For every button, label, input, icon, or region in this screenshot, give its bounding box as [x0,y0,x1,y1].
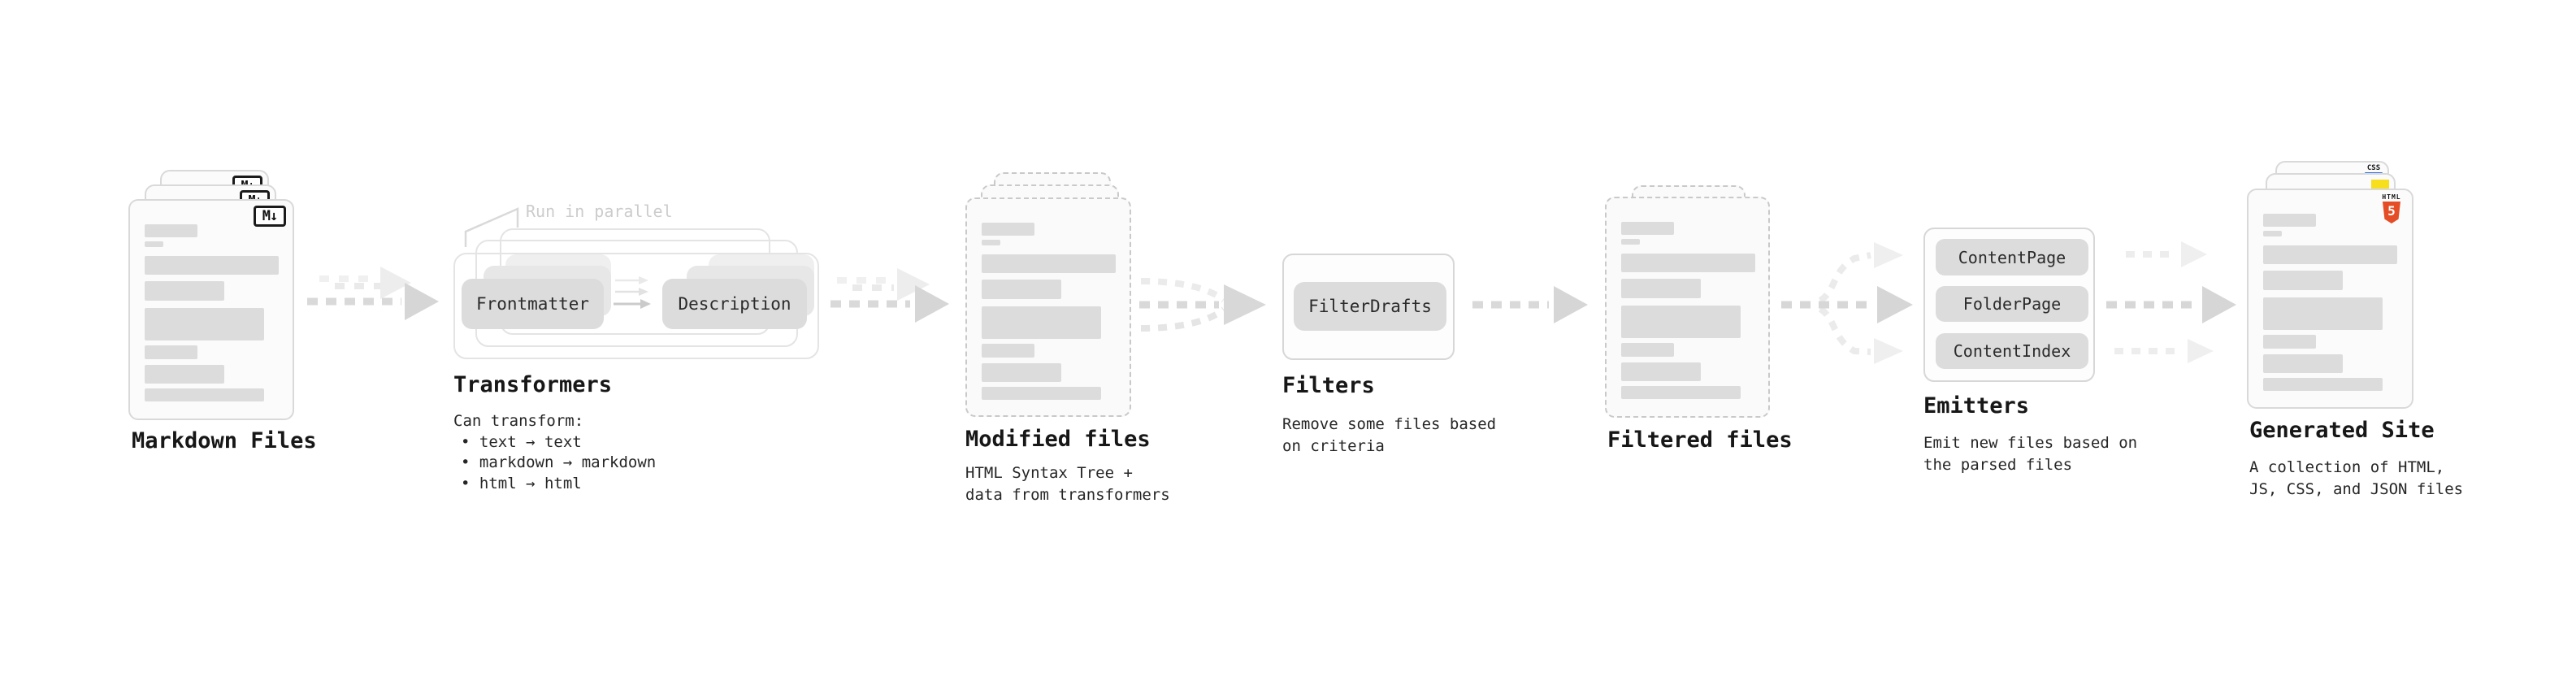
skeleton-text-bar [145,281,224,301]
skeleton-text-bar [1621,239,1640,245]
stage-generated-site: CSS HTML 5 Generated Site A collection o… [2247,161,2463,518]
arrows-emitters-to-generated [2106,241,2236,363]
transformer-parallel-arrows [614,276,651,309]
stage-modified-files: Modified files HTML Syntax Tree + data f… [965,172,1170,514]
stage-label-emitters: Emitters [1923,393,2030,419]
skeleton-text-bar [145,388,264,401]
emitters-description: Emit new files based on the parsed files [1923,432,2137,476]
description-line: Emit new files based on [1923,434,2138,452]
markdown-file-card-front: M↓ [128,199,294,420]
skeleton-text-bar [982,387,1101,400]
skeleton-text-bar [1621,386,1741,399]
transformer-box-front [453,253,819,359]
description-line: Remove some files based [1282,415,1497,433]
stage-label-transformers: Transformers [453,372,613,397]
stage-filtered-files: Filtered files [1605,185,1808,478]
description-line: JS, CSS, and JSON files [2249,480,2464,498]
emitters-card: ContentPage FolderPage ContentIndex [1923,228,2095,382]
arrow-markdown-to-transformers [307,267,439,320]
emitter-pill-folderpage: FolderPage [1936,286,2088,322]
transformers-description: Can transform: • text → text • markdown … [453,411,656,494]
description-line: Can transform: [453,412,584,430]
filters-description: Remove some files based on criteria [1282,414,1496,458]
stage-emitters: ContentPage FolderPage ContentIndex Emit… [1923,228,2137,488]
skeleton-text-bar [982,344,1034,358]
skeleton-text-bar [2263,335,2316,349]
emitter-pill-contentpage: ContentPage [1936,239,2088,275]
run-in-parallel-note: Run in parallel [526,202,673,221]
skeleton-text-bar [982,254,1116,273]
stage-markdown-files: M↓ M↓ M↓ Markdown Files [128,170,332,462]
transformer-pill-description: Description [662,279,807,329]
skeleton-text-bar [1621,222,1674,235]
skeleton-text-bar [2263,245,2397,264]
skeleton-text-bar [2263,271,2343,290]
skeleton-text-bar [2263,297,2383,330]
markdown-icon: M↓ [254,206,286,227]
skeleton-text-bar [982,363,1061,382]
html5-icon: HTML 5 [2381,193,2402,223]
description-line: • html → html [461,474,582,492]
generated-site-description: A collection of HTML, JS, CSS, and JSON … [2249,457,2463,501]
skeleton-text-bar [2263,354,2343,373]
description-line: HTML Syntax Tree + [965,464,1133,482]
skeleton-text-bar [1621,362,1701,381]
skeleton-text-bar [1621,343,1674,357]
description-line: the parsed files [1923,456,2073,474]
stage-filters: FilterDrafts Filters Remove some files b… [1282,254,1496,481]
arrow-transformers-to-modified [830,268,949,323]
stage-label-filtered-files: Filtered files [1607,427,1793,453]
skeleton-text-bar [145,224,197,237]
emitter-pill-contentindex: ContentIndex [1936,333,2088,369]
stage-label-markdown-files: Markdown Files [132,428,317,453]
skeleton-text-bar [2263,231,2282,236]
skeleton-text-bar [145,256,279,275]
skeleton-text-bar [1621,306,1741,338]
description-line: on criteria [1282,437,1385,455]
skeleton-text-bar [982,306,1101,339]
skeleton-text-bar [982,280,1061,299]
arrow-modified-to-filters-merge [1139,278,1266,332]
generated-file-card-front: HTML 5 [2247,189,2413,409]
description-line: A collection of HTML, [2249,458,2445,476]
skeleton-text-bar [1621,279,1701,298]
filtered-file-card-front [1605,197,1770,418]
transformer-pill-frontmatter: Frontmatter [462,279,604,329]
description-line: data from transformers [965,486,1170,504]
stage-label-generated-site: Generated Site [2249,418,2435,443]
filter-pill-filterdrafts: FilterDrafts [1294,282,1446,331]
description-line: • markdown → markdown [461,453,657,471]
skeleton-text-bar [145,308,264,340]
description-line: • text → text [461,432,582,451]
js-icon [2371,180,2389,189]
skeleton-text-bar [145,241,163,247]
skeleton-text-bar [1621,254,1755,272]
stage-label-filters: Filters [1282,373,1375,398]
run-in-parallel-connector [464,207,519,247]
arrow-filters-to-filtered [1472,286,1588,323]
skeleton-text-bar [982,240,1000,245]
modified-file-card-front [965,197,1131,417]
skeleton-text-bar [2263,378,2383,391]
arrow-filtered-to-emitters-fanout [1781,242,1913,364]
filters-card: FilterDrafts [1282,254,1455,360]
stage-label-modified-files: Modified files [965,427,1151,452]
stage-transformers: Run in parallel Frontmatter Description … [453,195,827,504]
skeleton-text-bar [145,345,197,359]
skeleton-text-bar [145,365,224,384]
modified-files-description: HTML Syntax Tree + data from transformer… [965,462,1170,506]
skeleton-text-bar [982,223,1034,236]
skeleton-text-bar [2263,214,2316,227]
